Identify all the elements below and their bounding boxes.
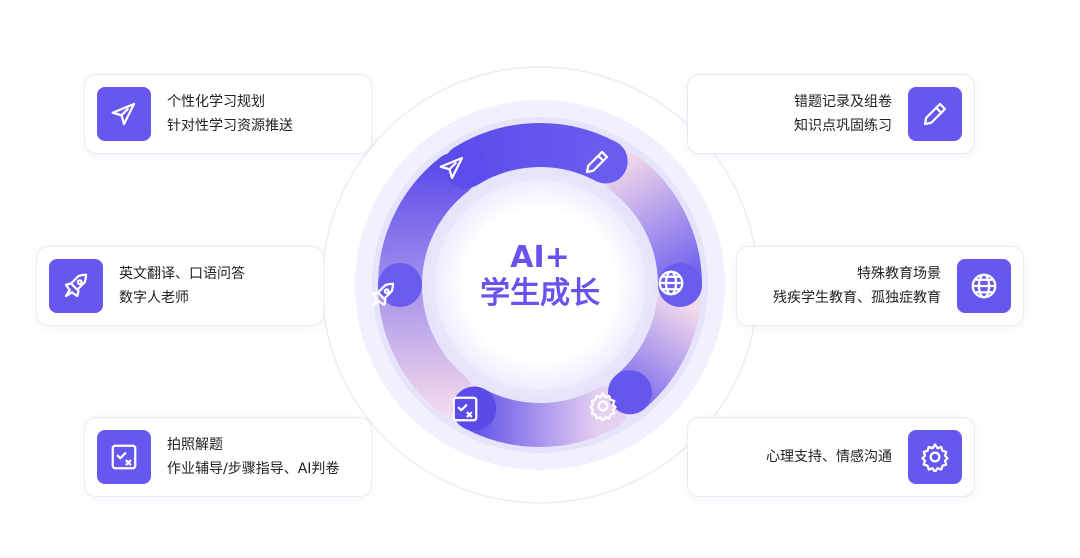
center-title: AI+ 学生成长 (430, 240, 650, 312)
paper-plane-icon (97, 87, 151, 141)
ring-icon-node (378, 263, 422, 307)
ring-paper-plane-icon (439, 156, 464, 180)
center-disc (429, 174, 651, 396)
card-line1: 错题记录及组卷 (794, 94, 892, 110)
card-line2: 作业辅导/步骤指导、AI判卷 (167, 461, 340, 477)
feature-card-english[interactable]: 英文翻译、口语问答 数字人老师 (36, 246, 324, 326)
ring-icon-node (607, 370, 652, 415)
feature-card-photo-solve[interactable]: 拍照解题 作业辅导/步骤指导、AI判卷 (84, 417, 372, 497)
feature-card-mistakes[interactable]: 错题记录及组卷 知识点巩固练习 (687, 74, 975, 154)
card-line1: 心理支持、情感沟通 (766, 449, 892, 465)
card-line2: 数字人老师 (119, 290, 189, 306)
card-line2: 知识点巩固练习 (794, 118, 892, 134)
ring-photo-check-icon (452, 396, 478, 422)
card-line2: 针对性学习资源推送 (167, 118, 293, 134)
feature-card-special-ed[interactable]: 特殊教育场景 残疾学生教育、孤独症教育 (736, 246, 1024, 326)
card-line1: 拍照解题 (167, 437, 223, 453)
card-line1: 英文翻译、口语问答 (119, 266, 245, 282)
rocket-icon (49, 259, 103, 313)
card-line1: 个性化学习规划 (167, 94, 265, 110)
card-line2: 残疾学生教育、孤独症教育 (773, 290, 941, 306)
gear-icon (908, 430, 962, 484)
ring-icon-node (583, 139, 628, 184)
ring-globe-icon (658, 270, 684, 296)
card-line1: 特殊教育场景 (857, 266, 941, 282)
ring-icon-node (443, 144, 488, 189)
center-title-line2: 学生成长 (480, 276, 600, 311)
pencil-icon (908, 87, 962, 141)
globe-icon (957, 259, 1011, 313)
ring-gear-icon (589, 392, 617, 421)
photo-check-icon (97, 430, 151, 484)
feature-card-emotional[interactable]: 心理支持、情感沟通 (687, 417, 975, 497)
center-title-line1: AI+ (510, 240, 570, 275)
ring-pencil-icon (585, 150, 609, 174)
feature-card-learning-plan[interactable]: 个性化学习规划 针对性学习资源推送 (84, 74, 372, 154)
ring-rocket-icon (371, 282, 395, 307)
